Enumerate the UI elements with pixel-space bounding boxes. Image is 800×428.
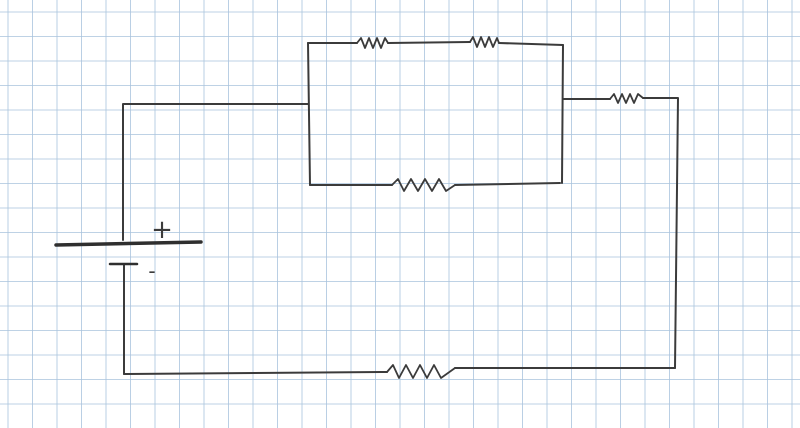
wire-right-side xyxy=(562,97,679,369)
resistors xyxy=(356,36,644,379)
resistor-series-right xyxy=(609,93,644,104)
battery-positive-label: + xyxy=(151,215,173,245)
battery: + - xyxy=(54,215,203,283)
wires xyxy=(122,41,679,375)
wire-parallel-bottom-branch xyxy=(309,182,561,186)
wire-parallel-right-bus xyxy=(561,44,564,184)
resistor-bottom xyxy=(386,364,456,379)
resistor-parallel-bottom xyxy=(391,178,456,192)
resistor-top-left xyxy=(356,37,389,49)
battery-positive-plate xyxy=(54,240,203,247)
wire-parallel-top-branch xyxy=(307,41,564,46)
battery-negative-label: - xyxy=(148,259,155,283)
wire-battery-positive-to-top xyxy=(122,103,309,241)
wire-parallel-left-bus xyxy=(307,42,311,186)
resistor-top-right xyxy=(469,36,500,48)
wire-bottom xyxy=(123,367,676,375)
